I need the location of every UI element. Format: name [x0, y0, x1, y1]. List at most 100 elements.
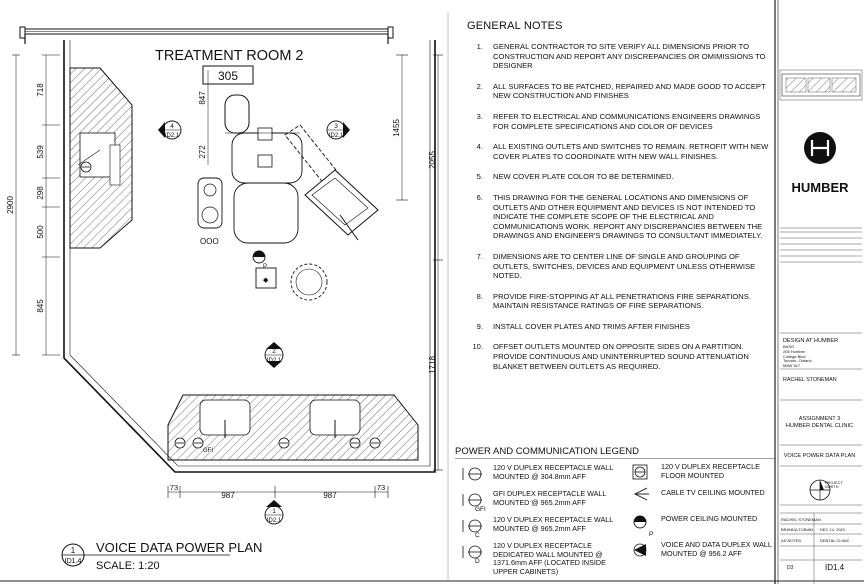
- elevation-tag-1: 1 ID2.1: [264, 500, 284, 525]
- bottom-dimensions: 73 987 987 73: [167, 483, 389, 500]
- project-name-short: DENTAL CLINIC: [820, 538, 850, 543]
- sheet-title: VOICE POWER DATA PLAN: [783, 453, 856, 459]
- note-text: ALL SURFACES TO BE PATCHED, REPAIRED AND…: [493, 81, 766, 101]
- drawing-scale: AS NOTED: [781, 538, 802, 543]
- svg-text:P: P: [263, 264, 267, 270]
- note-number: 10.: [472, 342, 483, 352]
- dim-987-left: 987: [221, 491, 235, 500]
- inner-dimensions: 847 272: [198, 70, 209, 165]
- gfi-receptacle-icon: [462, 493, 482, 507]
- general-note-item: 2.ALL SURFACES TO BE PATCHED, REPAIRED A…: [455, 82, 773, 101]
- note-number: 1.: [476, 42, 483, 51]
- note-number: 9.: [476, 321, 483, 331]
- legend-symbol-label: P: [649, 531, 654, 538]
- legend-item: 120 V DUPLEX RECEPTACLE WALL MOUNTED @ 9…: [493, 515, 613, 533]
- note-text: GENERAL CONTRACTOR TO SITE VERIFY ALL DI…: [493, 42, 766, 71]
- svg-text:ID2.1: ID2.1: [165, 133, 180, 139]
- gfi-label: GFI: [203, 448, 213, 454]
- general-note-item: 7. DIMENSIONS ARE TO CENTER LINE OF SINGL…: [455, 252, 773, 281]
- sheet-number: ID1.4: [825, 563, 845, 572]
- dedicated-receptacle-icon: [462, 545, 482, 559]
- note-number: 8.: [476, 291, 483, 301]
- power-ceiling-icon: [633, 515, 647, 529]
- title-block-plan-thumbnail: [781, 73, 861, 97]
- floor-receptacle-icon: [632, 464, 648, 480]
- legend-item: POWER CEILING MOUNTED: [661, 514, 758, 523]
- note-number: 3.: [476, 111, 483, 121]
- elevation-tag-3: 3 ID2.1: [326, 120, 350, 140]
- north-arrow-icon: [809, 479, 831, 501]
- note-text: NEW COVER PLATE COLOR TO BE DETERMINED.: [493, 172, 674, 182]
- top-wall: [19, 26, 394, 44]
- dim-73-left: 73: [170, 483, 178, 492]
- legend-item: 120 V DUPLEX RECEPTACLE WALL MOUNTED @ 3…: [493, 463, 613, 481]
- elevation-tag-2: 2 ID2.1: [264, 342, 284, 368]
- general-note-item: 10.OFFSET OUTLETS MOUNTED ON OPPOSITE SI…: [455, 342, 773, 371]
- legend-symbol-label: GFI: [475, 506, 486, 513]
- note-number: 5.: [476, 172, 483, 182]
- cable-tv-icon: [633, 487, 649, 501]
- humber-logo: HUMBER: [791, 132, 849, 195]
- dim-2055: 2055: [428, 151, 437, 169]
- legend-title: POWER AND COMMUNICATION LEGEND: [455, 446, 640, 457]
- receptacle-symbols: [80, 161, 381, 449]
- drawn-by: RACHEL STONEMAN: [781, 517, 821, 522]
- svg-text:1: 1: [71, 546, 76, 555]
- dental-stool: [290, 263, 328, 301]
- svg-text:ID2.1: ID2.1: [267, 518, 282, 524]
- dim-847: 847: [198, 91, 207, 105]
- general-note-item: 5. NEW COVER PLATE COLOR TO BE DETERMINED…: [455, 172, 773, 182]
- title-block-lines: [779, 69, 863, 584]
- plan-title-block: 1 ID1.4 VOICE DATA POWER PLAN SCALE: 1:2…: [61, 540, 262, 572]
- dim-2900: 2900: [6, 196, 15, 214]
- dim-845: 845: [36, 299, 45, 313]
- note-text: DIMENSIONS ARE TO CENTER LINE OF SINGLE …: [493, 251, 756, 281]
- firm-name: DESIGN AT HUMBER: [783, 338, 839, 344]
- firm-address: BASG 205 Humber College Blvd Toronto, On…: [783, 344, 812, 369]
- note-number: 6.: [476, 192, 483, 202]
- right-dimensions: 1455 2055 1718: [392, 54, 443, 471]
- legend-item: CABLE TV CEILING MOUNTED: [661, 488, 765, 497]
- legend-item: GFI DUPLEX RECEPTACLE WALL MOUNTED @ 965…: [493, 489, 607, 507]
- drawing-date: DEC 14, 2021: [820, 527, 846, 532]
- svg-text:HUMBER: HUMBER: [791, 180, 849, 195]
- svg-text:ID2.1: ID2.1: [329, 133, 344, 139]
- left-cabinet: [69, 67, 133, 249]
- svg-text:ID1.4: ID1.4: [65, 558, 82, 565]
- plan-title: VOICE DATA POWER PLAN: [96, 540, 262, 555]
- general-note-item: 1. GENERAL CONTRACTOR TO SITE VERIFY ALL …: [455, 42, 773, 71]
- cart-unit: OOO: [197, 177, 223, 246]
- plan-scale: SCALE: 1:20: [96, 560, 160, 572]
- dim-987-right: 987: [323, 491, 337, 500]
- svg-text:3: 3: [334, 123, 338, 130]
- general-note-item: 4.ALL EXISTING OUTLETS AND SWITCHES TO R…: [455, 142, 773, 161]
- svg-text:◆: ◆: [263, 277, 269, 284]
- svg-text:OOO: OOO: [200, 237, 219, 246]
- sheet-code: D3: [787, 565, 794, 571]
- legend-item: 120 V DUPLEX RECEPTACLE DEDICATED WALL M…: [493, 541, 606, 576]
- legend-symbol-label: C: [475, 532, 480, 539]
- north-label: PROJECT NORTH: [825, 481, 843, 490]
- svg-text:1: 1: [272, 508, 276, 515]
- designer-name: RACHEL STONEMAN: [783, 377, 837, 383]
- note-text: REFER TO ELECTRICAL AND COMMUNICATIONS E…: [493, 111, 761, 131]
- general-note-item: 9.INSTALL COVER PLATES AND TRIMS AFTER F…: [455, 322, 773, 332]
- legend-item: 120 V DUPLEX RECEPTACLE FLOOR MOUNTED: [661, 462, 760, 480]
- legend-item: VOICE AND DATA DUPLEX WALL MOUNTED @ 956…: [661, 540, 772, 558]
- general-notes: GENERAL NOTES 1.GENERAL CONTRACTOR TO SI…: [455, 20, 773, 382]
- dim-272: 272: [198, 145, 207, 159]
- note-text: PROVIDE FIRE-STOPPING AT ALL PENETRATION…: [493, 291, 751, 311]
- room-outline: [63, 40, 436, 473]
- dim-1718: 1718: [428, 356, 437, 374]
- delivery-arm: [284, 124, 379, 241]
- svg-text:ID2.1: ID2.1: [267, 358, 282, 364]
- counter-receptacle-icon: [462, 519, 482, 533]
- general-note-item: 6.THIS DRAWING FOR THE GENERAL LOCATIONS…: [455, 193, 773, 241]
- dim-1455: 1455: [392, 119, 401, 137]
- voice-data-icon: [633, 543, 647, 557]
- svg-text:2: 2: [272, 348, 276, 355]
- dim-500: 500: [36, 225, 45, 239]
- legend-symbol-label: D: [475, 558, 480, 565]
- checked-by: BRANDA TUBIAN: [781, 527, 814, 532]
- note-number: 7.: [476, 251, 483, 261]
